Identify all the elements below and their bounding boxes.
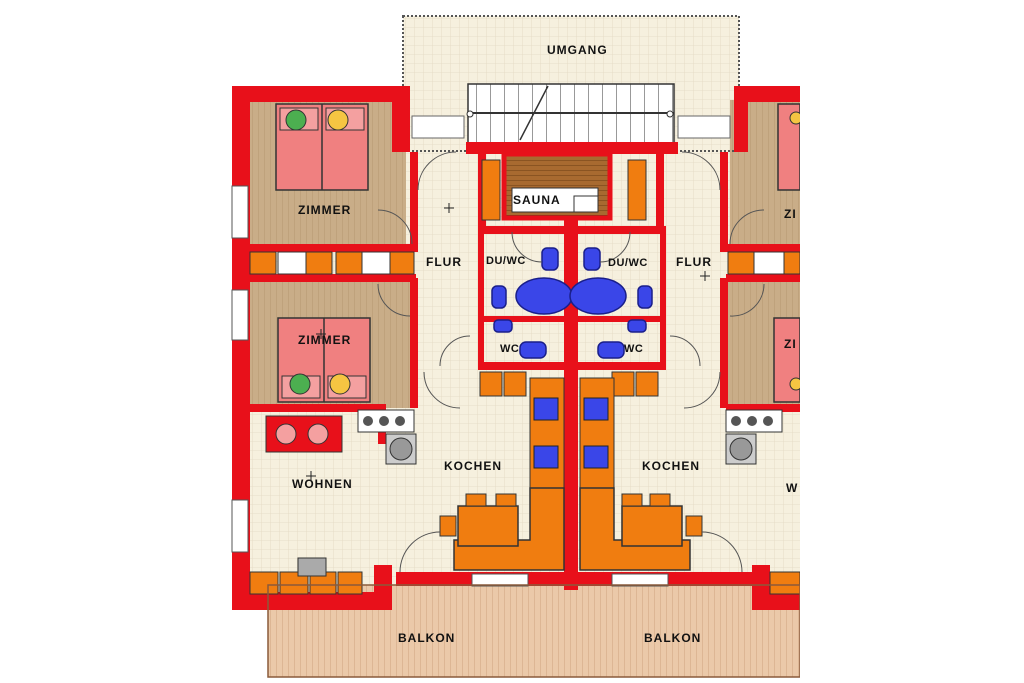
label-du-wc-left: DU/WC [486,255,526,267]
label-du-wc-right: DU/WC [608,257,648,269]
label-wohnen-left: WOHNEN [292,477,353,491]
right-crop-mask [800,0,1024,683]
label-zimmer-top-left: ZIMMER [298,203,351,217]
stoves [357,409,783,465]
label-wohnen-right: W [786,481,798,495]
label-balkon-left: BALKON [398,631,455,645]
label-kochen-right: KOCHEN [642,459,700,473]
kitchen-units [439,377,703,571]
label-zimmer-top-right: ZI [784,207,797,221]
label-wc-left: WC [500,343,519,355]
cabinets [249,159,801,595]
sofa [265,415,343,577]
label-balkon-right: BALKON [644,631,701,645]
umgang-outline [402,15,740,152]
label-zimmer-bottom-right: ZI [784,337,797,351]
staircase [411,83,731,145]
center-marks [306,203,710,481]
label-kochen-left: KOCHEN [444,459,502,473]
label-zimmer-bottom-left: ZIMMER [298,333,351,347]
label-wc-right: WC [624,343,643,355]
room-labels: UMGANG SAUNA FLUR FLUR ZIMMER ZIMMER ZI … [292,43,798,645]
label-flur-left: FLUR [426,255,462,269]
windows [231,185,669,587]
label-umgang: UMGANG [547,43,608,57]
label-sauna: SAUNA [513,193,561,207]
sanitary-fixtures [491,247,653,359]
door-swings [377,151,765,573]
sauna-room [501,151,613,221]
label-flur-right: FLUR [676,255,712,269]
